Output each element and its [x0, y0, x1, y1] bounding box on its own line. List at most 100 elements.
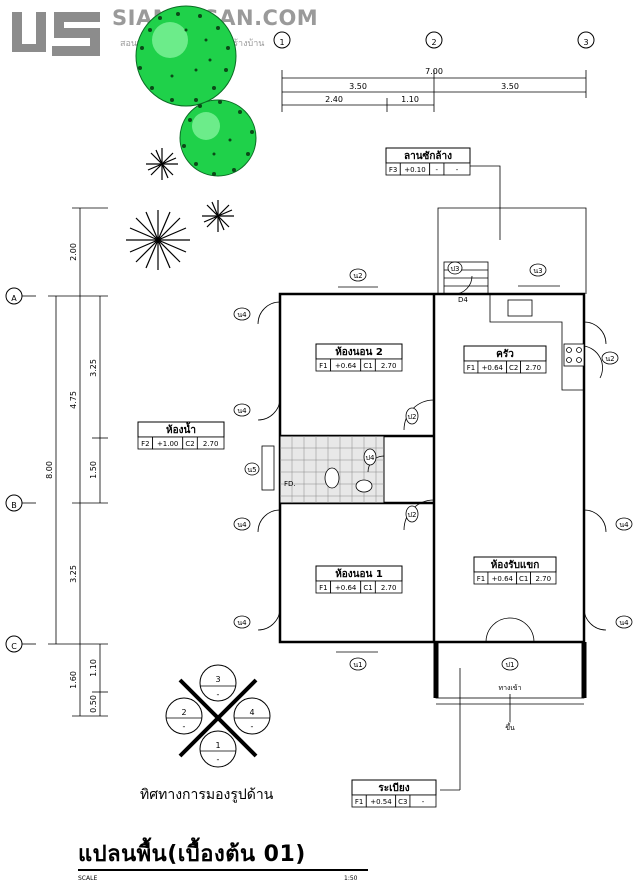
svg-text:น4: น4: [237, 521, 247, 529]
room-label-1: ห้องนอน 2 F1 +0.64 C1 2.70: [315, 343, 403, 372]
svg-text:น2: น2: [353, 272, 362, 280]
svg-text:4: 4: [249, 708, 254, 717]
room-spec-cell: F1: [319, 584, 327, 592]
room-spec-cell: F1: [467, 364, 475, 372]
svg-text:น4: น4: [237, 311, 247, 319]
room-spec-cell: +0.64: [492, 575, 514, 583]
room-name: ห้องนอน 2: [335, 346, 383, 358]
room-name: ครัว: [496, 348, 514, 360]
scale-value: 1:50: [344, 875, 358, 882]
room-spec-cell: C1: [363, 362, 372, 370]
tag-n4-right-1: น4: [615, 517, 633, 531]
room-name: ระเบียง: [378, 782, 409, 794]
entry-label: ทางเข้า: [498, 684, 521, 692]
dim-left-bottom-lower: 0.50: [89, 695, 98, 713]
svg-text:3: 3: [215, 675, 220, 684]
left-dimensions: 8.00 2.00 4.75 3.25 1.50 3.25 1.60 1.10 …: [45, 207, 108, 717]
tag-p1: ป1: [501, 657, 519, 671]
svg-text:C: C: [11, 642, 17, 651]
room-spec-cell: C1: [519, 575, 528, 583]
svg-text:น5: น5: [247, 466, 256, 474]
svg-text:น4: น4: [619, 619, 629, 627]
svg-text:2: 2: [431, 38, 436, 47]
tree-icon: [179, 99, 257, 177]
window-swings: [257, 301, 607, 631]
logo-mark-icon: [12, 12, 100, 56]
grid-column-3: 3: [577, 31, 595, 49]
room-spec-cell: C2: [185, 440, 194, 448]
svg-text:น4: น4: [619, 521, 629, 529]
svg-text:B: B: [11, 501, 17, 510]
room-spec-cell: +0.64: [482, 364, 504, 372]
room-name: ห้องน้ำ: [166, 422, 196, 436]
room-spec-cell: 2.70: [203, 440, 219, 448]
svg-text:น3: น3: [533, 267, 542, 275]
tag-n2-right: น2: [601, 351, 619, 365]
room-spec-cell: +0.64: [335, 362, 357, 370]
svg-text:1: 1: [279, 38, 284, 47]
dim-left-ab-lower: 1.50: [89, 461, 98, 479]
dim-left-total: 8.00: [45, 461, 54, 479]
dim-left-ab: 4.75: [69, 391, 78, 409]
dim-left-ab-upper: 3.25: [89, 359, 98, 377]
top-dimensions: 7.00 3.50 3.50 2.40 1.10: [281, 67, 587, 112]
tag-n4-left-3: น4: [233, 517, 251, 531]
plan-title: แปลนพื้น(เบื้องต้น 01): [78, 842, 306, 867]
grid-row-c: C: [5, 635, 36, 653]
svg-text:A: A: [11, 294, 17, 303]
view-direction-caption: ทิศทางการมองรูปด้าน: [140, 787, 274, 803]
tag-n5: น5: [244, 445, 275, 491]
room-spec-cell: F2: [141, 440, 149, 448]
room-spec-cell: 2.70: [381, 362, 397, 370]
svg-text:1: 1: [215, 741, 220, 750]
title-underline: [78, 869, 368, 871]
grid-row-a: A: [5, 287, 36, 305]
room-name: ห้องนอน 1: [335, 568, 383, 580]
room-spec-cell: F1: [319, 362, 327, 370]
svg-text:ป1: ป1: [506, 661, 515, 669]
grid-column-2: 2: [425, 31, 443, 49]
tag-n4-left-4: น4: [233, 615, 251, 629]
building-walls: [278, 165, 587, 791]
room-spec-cell: F3: [389, 166, 397, 174]
svg-text:3: 3: [583, 38, 588, 47]
dim-left-bottom-upper: 1.10: [89, 659, 98, 677]
room-name: ห้องรับแขก: [491, 559, 540, 571]
dim-left-top: 2.00: [69, 243, 78, 261]
dim-left-bottom: 1.60: [69, 671, 78, 689]
up-label: ขึ้น: [505, 721, 515, 732]
room-spec-cell: -: [436, 166, 439, 174]
tag-n2-top: น2: [338, 268, 378, 288]
svg-text:-: -: [217, 690, 220, 699]
dim-top-sub-left: 2.40: [325, 95, 343, 104]
view-direction-symbol: 3 - 2 - 4 - 1 -: [165, 664, 271, 768]
room-spec-cell: +0.10: [404, 166, 425, 174]
svg-text:น4: น4: [237, 407, 247, 415]
room-spec-cell: F1: [355, 798, 363, 806]
dim-top-sub-right: 1.10: [401, 95, 419, 104]
room-spec-cell: C2: [509, 364, 518, 372]
tree-icon: [135, 5, 237, 107]
scale-label: SCALE: [78, 875, 98, 882]
room-label-2: ครัว F1 +0.64 C2 2.70: [463, 345, 547, 374]
svg-text:น1: น1: [353, 661, 362, 669]
grid-row-b: B: [5, 494, 36, 512]
room-spec-cell: F1: [477, 575, 485, 583]
dim-left-bc: 3.25: [69, 565, 78, 583]
grid-column-1: 1: [273, 31, 291, 49]
shrub-icon: [126, 148, 234, 270]
svg-text:ป3: ป3: [451, 265, 460, 273]
svg-text:น2: น2: [605, 355, 614, 363]
room-spec-cell: 2.70: [525, 364, 541, 372]
svg-text:-: -: [251, 722, 254, 731]
svg-text:-: -: [183, 722, 186, 731]
tag-n4-left-2: น4: [233, 403, 251, 417]
svg-text:น4: น4: [237, 619, 247, 627]
tag-d4: D4: [458, 296, 468, 304]
